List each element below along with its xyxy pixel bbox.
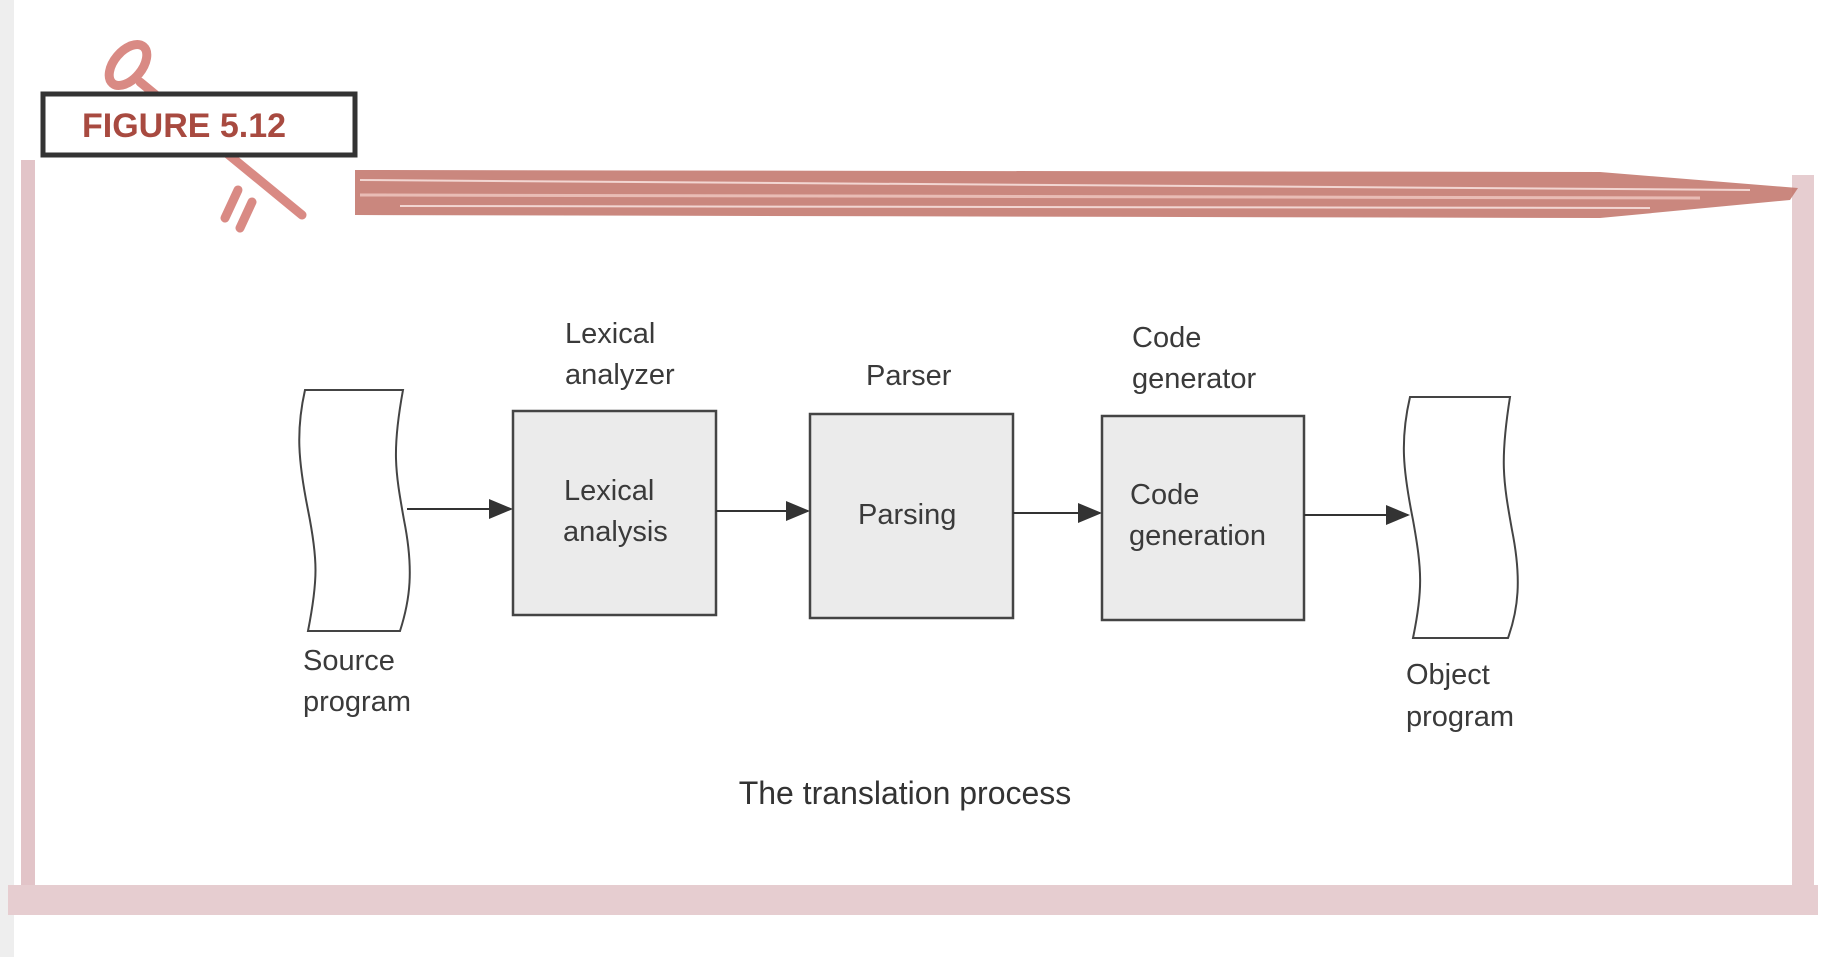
brush-stroke-banner — [355, 170, 1798, 218]
source-label-line1: Source — [303, 645, 395, 677]
figure-label: FIGURE 5.12 — [82, 107, 286, 145]
lexical-analysis-box — [511, 409, 718, 617]
parser-title: Parser — [866, 360, 952, 392]
lexer-title-line2: analyzer — [565, 359, 675, 391]
figure-caption: The translation process — [739, 775, 1072, 811]
figure-label-box: FIGURE 5.12 — [40, 91, 358, 158]
codegen-title-line2: generator — [1132, 363, 1256, 395]
codegen-title-line1: Code — [1132, 322, 1201, 354]
figure-frame — [8, 160, 1818, 915]
lexer-text-line1: Lexical — [564, 475, 654, 507]
lexer-title-line1: Lexical — [565, 318, 655, 350]
object-label-line1: Object — [1406, 659, 1490, 691]
object-label-line2: program — [1406, 701, 1514, 733]
codegen-text-line2: generation — [1129, 520, 1266, 552]
parsing-box — [808, 412, 1015, 620]
object-document-shape — [1402, 396, 1519, 639]
codegen-text-line1: Code — [1130, 479, 1199, 511]
page-edge — [0, 0, 14, 957]
parser-text: Parsing — [858, 499, 956, 531]
lexer-text-line2: analysis — [563, 516, 668, 548]
code-generation-box — [1100, 414, 1306, 622]
source-document-shape — [298, 389, 411, 632]
source-label-line2: program — [303, 686, 411, 718]
